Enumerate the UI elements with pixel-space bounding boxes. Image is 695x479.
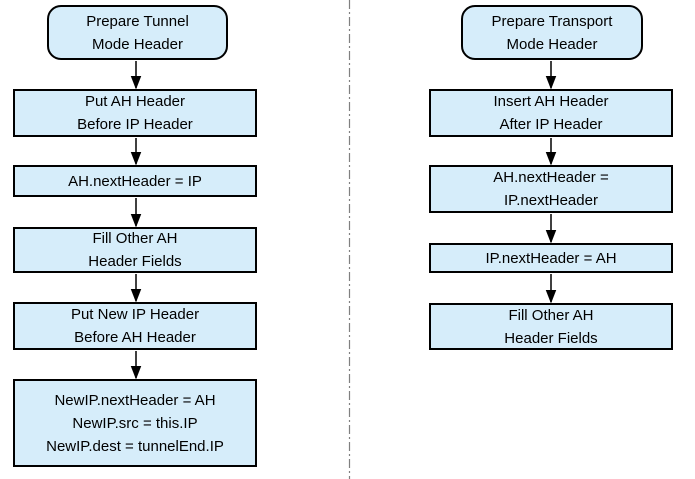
node-tunnel-newip-fields: NewIP.nextHeader = AH NewIP.src = this.I… — [13, 379, 257, 467]
node-tunnel-put-ah-header: Put AH Header Before IP Header — [13, 89, 257, 137]
node-tunnel-put-new-ip: Put New IP Header Before AH Header — [13, 302, 257, 350]
node-transport-start: Prepare Transport Mode Header — [461, 5, 643, 60]
node-tunnel-fill-other: Fill Other AH Header Fields — [13, 227, 257, 273]
node-transport-fill-other: Fill Other AH Header Fields — [429, 303, 673, 350]
node-transport-insert-ah: Insert AH Header After IP Header — [429, 89, 673, 137]
node-transport-ah-nextheader: AH.nextHeader = IP.nextHeader — [429, 165, 673, 213]
node-transport-ip-nextheader: IP.nextHeader = AH — [429, 243, 673, 273]
node-tunnel-ah-nextheader: AH.nextHeader = IP — [13, 165, 257, 197]
node-tunnel-start: Prepare Tunnel Mode Header — [47, 5, 228, 60]
